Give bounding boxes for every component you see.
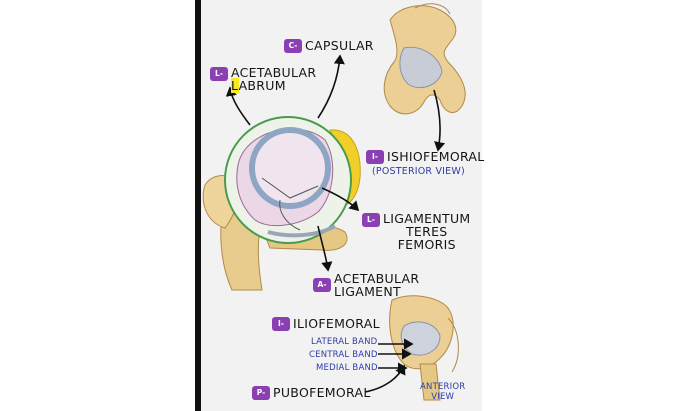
anterior-view-line2: VIEW xyxy=(431,392,455,402)
badge-acetabular-ligament: A- xyxy=(313,278,331,292)
label-ishiofemoral: I- ISHIOFEMORAL xyxy=(366,149,485,164)
medial-band-label: MEDIAL BAND xyxy=(316,363,378,373)
hip-joint-drawing xyxy=(202,116,361,291)
posterior-view-note: (POSTERIOR VIEW) xyxy=(372,166,465,177)
anterior-view-note: ANTERIOR VIEW xyxy=(420,382,465,402)
badge-iliofemoral: I- xyxy=(272,316,290,331)
acetabular-ligament-line2: LIGAMENT xyxy=(334,284,401,299)
posterior-hip-drawing xyxy=(383,3,466,115)
badge-ishiofemoral: I- xyxy=(366,149,384,164)
ishiofemoral-text: ISHIOFEMORAL xyxy=(387,149,485,164)
acetabular-labrum-highlight: L xyxy=(231,78,239,93)
capsular-text: CAPSULAR xyxy=(305,38,374,53)
label-iliofemoral: I- ILIOFEMORAL xyxy=(272,316,380,331)
label-pubofemoral: P- PUBOFEMORAL xyxy=(252,385,371,400)
label-capsular: C- CAPSULAR xyxy=(284,38,374,53)
left-black-border xyxy=(195,0,201,411)
anterior-view-line1: ANTERIOR xyxy=(420,382,466,392)
label-ligamentum-teres: L- LIGAMENTUM TERES FEMORIS xyxy=(362,212,471,251)
pubofemoral-text: PUBOFEMORAL xyxy=(273,385,371,400)
central-band-label: CENTRAL BAND xyxy=(309,350,378,360)
label-acetabular-ligament: A- ACETABULAR LIGAMENT xyxy=(313,272,419,298)
badge-ligamentum-teres: L- xyxy=(362,213,380,227)
ligamentum-teres-line1: LIGAMENTUM xyxy=(383,211,471,226)
badge-acetabular-labrum: L- xyxy=(210,67,228,81)
label-acetabular-labrum: L- ACETABULAR LABRUM xyxy=(210,65,317,93)
ligamentum-teres-line3: FEMORIS xyxy=(397,237,456,252)
acetabular-labrum-line1: ACETABULAR xyxy=(231,65,317,80)
arrow-icon xyxy=(225,54,446,393)
ligamentum-teres-line2: TERES xyxy=(405,224,448,239)
iliofemoral-text: ILIOFEMORAL xyxy=(293,316,380,331)
badge-pubofemoral: P- xyxy=(252,385,270,400)
lateral-band-label: LATERAL BAND xyxy=(311,337,378,347)
acetabular-labrum-line2: ABRUM xyxy=(238,78,286,93)
acetabular-ligament-line1: ACETABULAR xyxy=(334,271,420,286)
badge-capsular: C- xyxy=(284,38,302,53)
